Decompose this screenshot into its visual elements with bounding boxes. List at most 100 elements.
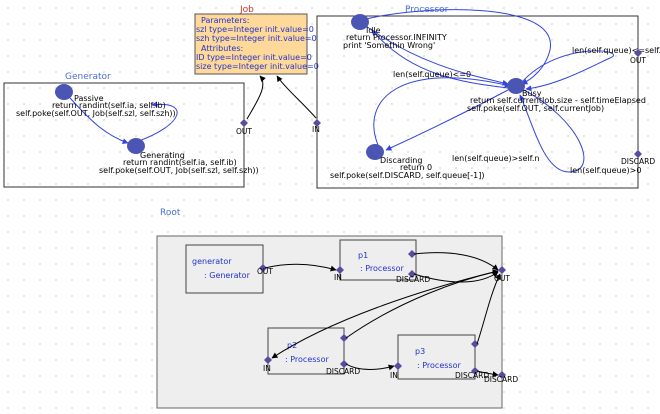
generator-box[interactable] (3, 82, 245, 188)
state-generating[interactable] (127, 138, 145, 154)
state-discarding[interactable] (366, 144, 384, 160)
transition-generating-self[interactable] (135, 101, 178, 143)
guard-le-n: len(self.queue)<=self.n (572, 46, 660, 55)
root-diagram[interactable]: Root generator : Generator OUT p1 : Proc… (156, 208, 518, 409)
processor-discard-label: DISCARD (621, 157, 655, 166)
busy-action-2: self.poke(self.OUT, self.currentJob) (467, 104, 604, 113)
generating-action-1: return randint(self.ia, self.ib) (123, 158, 237, 167)
transition-busy-discarding[interactable] (385, 89, 509, 151)
p2-discard-port[interactable] (340, 360, 348, 368)
p2-out-port[interactable] (340, 334, 348, 342)
job-attributes-header: Attributes: (201, 44, 243, 53)
p3-discard-port[interactable] (471, 367, 479, 375)
generating-label: Generating (140, 151, 185, 160)
root-title: Root (160, 208, 181, 218)
p2-in-port[interactable] (264, 356, 272, 364)
job-title: Job (239, 5, 254, 15)
p1-out-port[interactable] (408, 250, 416, 258)
generator-instance-name: generator (192, 257, 232, 266)
conn-p2-discard-p3[interactable] (345, 363, 395, 371)
job-parameters-header: Parameters: (201, 16, 249, 25)
state-busy[interactable] (507, 78, 525, 94)
state-passive[interactable] (55, 84, 73, 100)
conn-p1-discard-root[interactable] (413, 271, 499, 283)
transition-discarding-busy[interactable] (373, 77, 511, 146)
job-param-szl: szl type=Integer init.value=0 (196, 25, 314, 34)
generator-instance-type: : Generator (204, 271, 251, 280)
generator-class[interactable]: Generator Passive return randint(self.ia… (3, 72, 259, 188)
job-attr-size: size type=Integer init.value=0 (196, 62, 319, 71)
p1-discard-port[interactable] (408, 270, 416, 278)
processor-job-link[interactable] (276, 75, 317, 119)
p1-in-label: IN (334, 273, 342, 282)
idle-label: Idle (366, 26, 381, 35)
guard-gt0: len(self.queue)>0 (570, 166, 641, 175)
busy-action-1: return self.currentJob.size - self.timeE… (470, 96, 646, 105)
processor-in-port[interactable] (313, 119, 321, 127)
conn-p3-discard-root[interactable] (476, 370, 499, 378)
p2-instance[interactable] (267, 327, 345, 375)
guard-le0: len(self.queue)<=0 (393, 70, 471, 79)
processor-in-label: IN (312, 125, 320, 134)
conn-generator-p1[interactable] (264, 263, 337, 272)
p2-in-label: IN (263, 364, 271, 373)
processor-box[interactable] (316, 15, 639, 189)
passive-action-1: return randint(self.ia, self.ib) (52, 101, 166, 110)
transition-idle-busy[interactable] (365, 25, 509, 86)
root-discard-port[interactable] (498, 371, 506, 379)
p1-type: : Processor (360, 264, 404, 273)
discarding-action-1: return 0 (400, 163, 432, 172)
passive-label: Passive (74, 94, 104, 103)
idle-action-2: print 'Somethin Wrong' (343, 41, 435, 50)
p1-discard-label: DISCARD (396, 275, 430, 284)
processor-out-label: OUT (630, 56, 646, 65)
processor-title: Processor (405, 5, 449, 15)
transition-idle-busy-outer[interactable] (361, 9, 551, 85)
p3-instance[interactable] (397, 334, 476, 380)
idle-action-1: return Processor.INFINITY (346, 33, 447, 42)
root-out-port[interactable] (498, 266, 506, 274)
generating-action-2: self.poke(self.OUT, Job(self.szl, self.s… (99, 166, 259, 175)
p1-in-port[interactable] (336, 266, 344, 274)
generator-out-port[interactable] (240, 119, 248, 127)
discarding-label: Discarding (380, 156, 422, 165)
p1-name: p1 (358, 251, 368, 260)
conn-root-p2-in[interactable] (271, 270, 499, 359)
transition-busy-self-gt0[interactable] (519, 89, 585, 173)
p3-type: : Processor (417, 361, 461, 370)
generator-instance[interactable] (185, 244, 264, 294)
transition-busy-self-le-n[interactable] (521, 50, 614, 92)
guard-gt-n: len(self.queue)>self.n (452, 154, 539, 163)
p2-discard-label: DISCARD (326, 367, 360, 376)
conn-p1-out-root[interactable] (413, 252, 499, 271)
p1-instance[interactable] (339, 239, 417, 281)
processor-discard-port[interactable] (634, 150, 642, 158)
p3-in-label: IN (390, 371, 398, 380)
generator-out-label: OUT (236, 127, 252, 136)
job-attr-id: ID type=Integer init.value=0 (196, 53, 312, 62)
generator-title: Generator (65, 72, 111, 82)
root-discard-label: DISCARD (484, 375, 518, 384)
job-box[interactable] (194, 13, 308, 75)
transition-busy-idle[interactable] (371, 29, 509, 89)
state-idle[interactable] (351, 14, 369, 30)
processor-class[interactable]: Processor Idle return Processor.INFINITY… (312, 5, 660, 189)
transition-passive-generating[interactable] (69, 97, 129, 145)
generator-job-link[interactable] (246, 75, 266, 120)
root-out-label: OUT (494, 274, 510, 283)
p3-in-port[interactable] (394, 362, 402, 370)
processor-out-port[interactable] (634, 49, 642, 57)
job-class[interactable]: Job Parameters: szl type=Integer init.va… (194, 5, 319, 75)
p3-discard-label: DISCARD (455, 371, 489, 380)
busy-label: Busy (522, 89, 542, 98)
p2-type: : Processor (285, 355, 329, 364)
job-param-szh: szh type=Integer init.value=0 (196, 34, 317, 43)
generator-instance-out-label: OUT (257, 267, 273, 276)
discarding-action-2: self.poke(self.DISCARD, self.queue[-1]) (330, 171, 485, 180)
passive-action-2: self.poke(self.OUT, Job(self.szl, self.s… (16, 109, 176, 118)
p3-name: p3 (415, 347, 425, 356)
conn-p3-out-root[interactable] (476, 273, 501, 345)
generator-instance-out-port[interactable] (259, 264, 267, 272)
p3-out-port[interactable] (471, 340, 479, 348)
